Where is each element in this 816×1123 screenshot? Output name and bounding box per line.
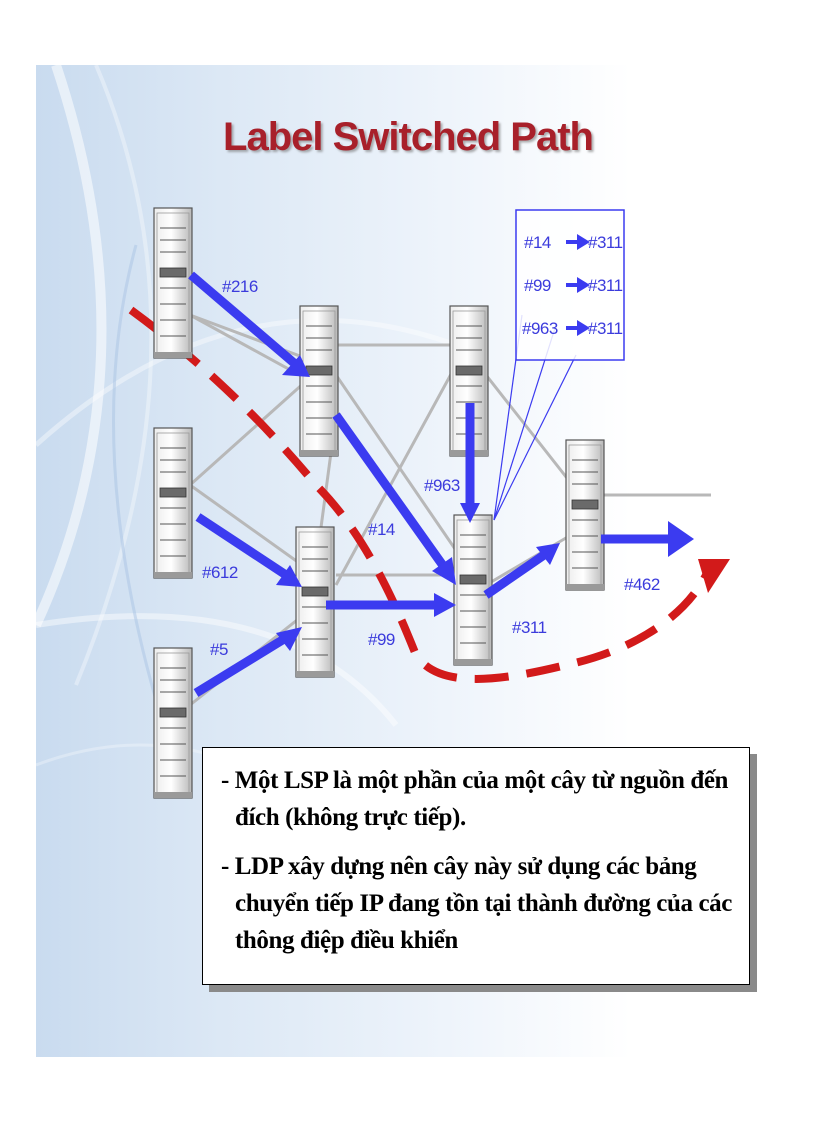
- table-arrows: [566, 234, 590, 336]
- label-612: #612: [202, 563, 238, 582]
- table-out-2: #311: [588, 276, 623, 295]
- router-ingress-bottom: [153, 647, 193, 799]
- table-in-3: #963: [522, 319, 558, 338]
- table-out-3: #311: [588, 319, 623, 338]
- label-14: #14: [368, 520, 395, 539]
- table-in-2: #99: [524, 276, 551, 295]
- note-1: - Một LSP là một phần của một cây từ ngu…: [221, 767, 729, 831]
- router-ingress-middle: [153, 427, 193, 579]
- slide: Label Switched Path: [36, 65, 780, 1057]
- table-out-1: #311: [588, 233, 623, 252]
- lsp-arrowhead: [698, 559, 730, 593]
- label-963: #963: [424, 476, 460, 495]
- lsp-diagram: #14 #311 #99 #311 #963 #311 #216 #612 #5…: [128, 207, 730, 799]
- table-in-1: #14: [524, 233, 551, 252]
- label-99: #99: [368, 630, 395, 649]
- label-arrows: [188, 271, 694, 697]
- label-462: #462: [624, 575, 660, 594]
- note-2: - LDP xây dựng nên cây này sử dụng các b…: [221, 853, 732, 954]
- notes-box: - Một LSP là một phần của một cây từ ngu…: [202, 747, 750, 985]
- slide-title: Label Switched Path: [223, 115, 594, 159]
- router-ingress-top: [153, 207, 193, 359]
- label-5: #5: [210, 640, 228, 659]
- label-311: #311: [512, 618, 547, 637]
- router-egress: [565, 439, 605, 591]
- lsp-path: [128, 306, 710, 683]
- router-core-a: [299, 305, 339, 457]
- label-216: #216: [222, 277, 258, 296]
